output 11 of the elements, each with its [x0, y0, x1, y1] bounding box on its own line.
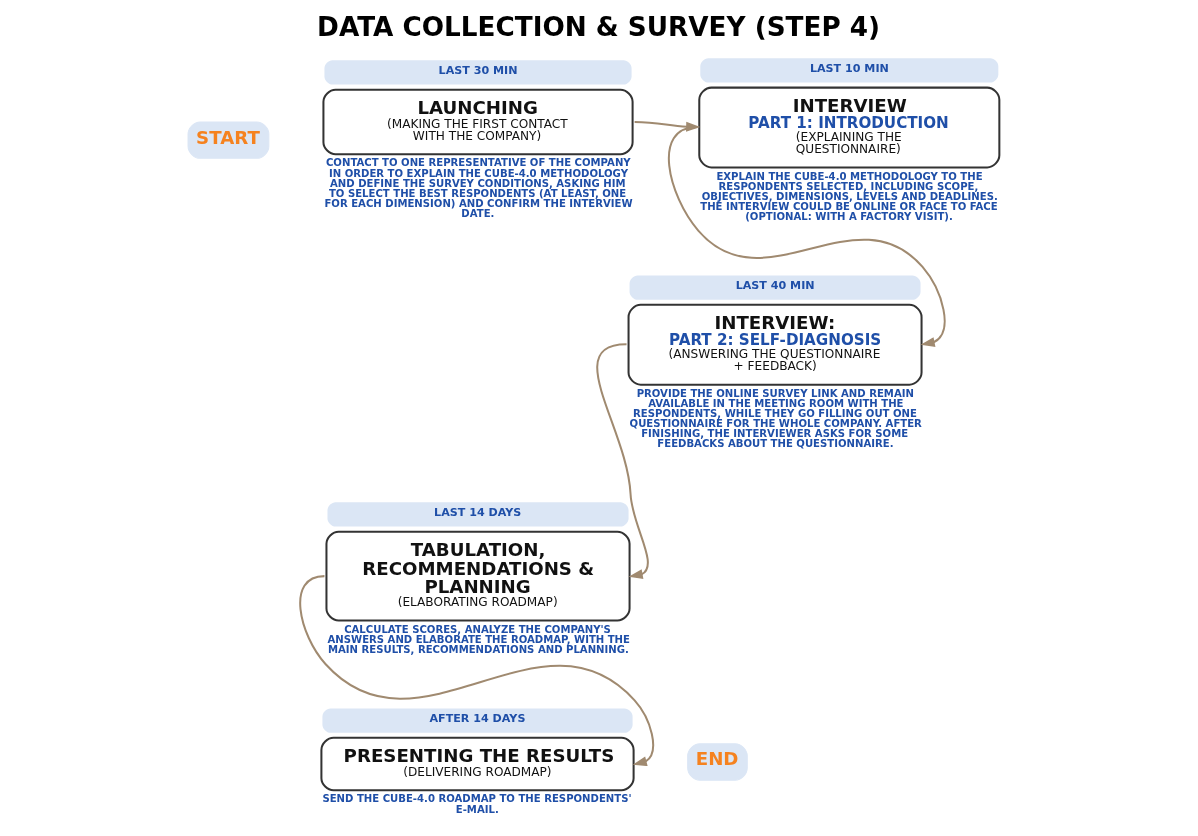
node-label: LAST 14 DAYS — [434, 506, 522, 520]
node-label: LAST 30 MIN — [438, 64, 518, 78]
node-label: AFTER 14 DAYS — [429, 712, 526, 726]
node-label: LAST 40 MIN — [735, 279, 815, 293]
node-label: CONTACT TO ONE REPRESENTATIVE OF THE COMPANY IN ORDER TO EXPLAIN THE CUBE-4.0 METHODOLOGY AND DEFINE THE SURVEY CONDITIONS, ASKING HIM TO SELECT THE BEST RESPONDENTS (AT LEAST, ONE FOR EACH DIMENSION) AND CONFIRM THE INTERVIEW DATE. — [324, 157, 633, 219]
node-label: PROVIDE THE ONLINE SURVEY LINK AND REMAIN AVAILABLE IN THE MEETING ROOM WITH THE RESPONDENTS, WHILE THEY GO FILLING OUT ONE QUESTIONNAIRE FOR THE WHOLE COMPANY. AFTER FINISHING, THE INTERVIEWER ASKS FOR SOME FEEDBACKS ABOUT THE QUESTIONNAIRE. — [629, 387, 922, 450]
diagram-title: DATA COLLECTION & SURVEY (STEP 4) — [317, 12, 881, 43]
node-label: LAST 10 MIN — [809, 62, 889, 76]
node-label: CALCULATE SCORES, ANALYZE THE COMPANY'S ANSWERS AND ELABORATE THE ROADMAP, WITH THE MAIN RESULTS, RECOMMENDATIONS AND PLANNING. — [327, 623, 630, 655]
node-label: EXPLAIN THE CUBE-4.0 METHODOLOGY TO THE RESPONDENTS SELECTED, INCLUDING SCOPE, OBJECTIVES, DIMENSIONS, LEVELS AND DEADLINES. THE INTERVIEW COULD BE ONLINE OR FACE TO FACE (OPTIONAL: WITH A FACTORY VISIT). — [700, 170, 998, 222]
node-label: SEND THE CUBE-4.0 ROADMAP TO THE RESPONDENTS' E-MAIL. — [322, 793, 632, 815]
